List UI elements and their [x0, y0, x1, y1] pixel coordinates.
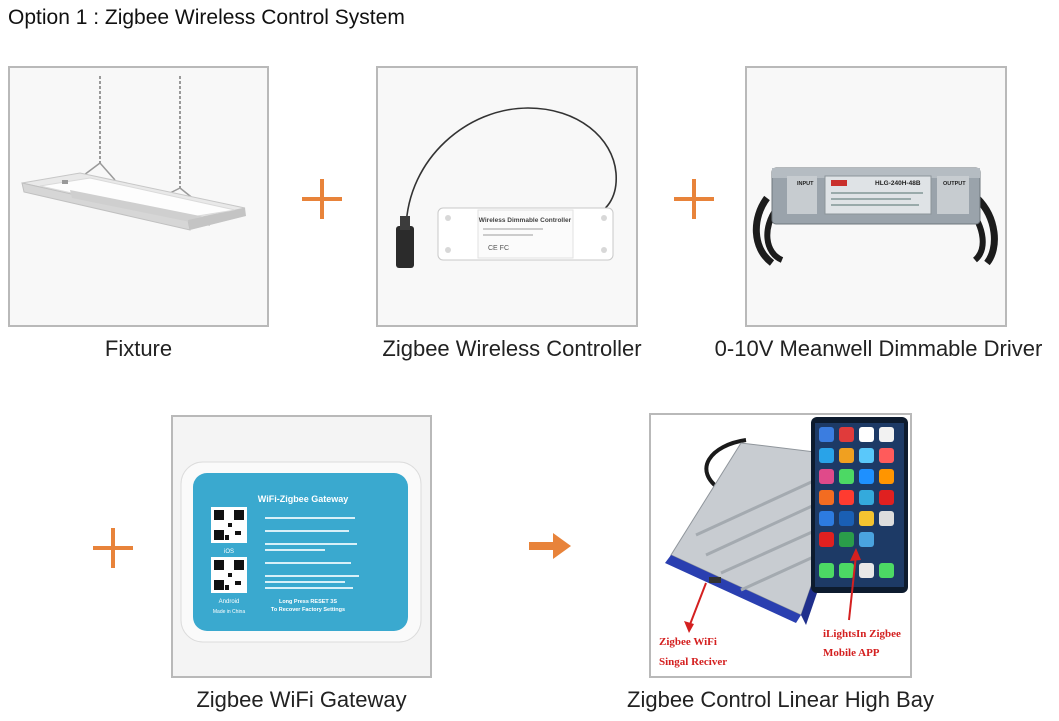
app-grid — [819, 427, 894, 578]
gateway-made-in-label: Made in China — [213, 609, 245, 615]
gateway-illustration: WiFi-Zigbee Gateway iOS Android Made in … — [173, 417, 430, 676]
controller-device-label: Wireless Dimmable Controller — [479, 217, 572, 224]
arrow-right-icon — [527, 531, 573, 561]
controller-image-frame: Wireless Dimmable Controller CE FC — [376, 66, 638, 327]
gateway-device-title: WiFi-Zigbee Gateway — [258, 494, 348, 504]
plus-icon — [300, 177, 344, 221]
driver-image-frame: INPUT HLG-240H-48B OUTPUT — [745, 66, 1007, 327]
driver-model-label: HLG-240H-48B — [875, 180, 921, 187]
gateway-ios-label: iOS — [224, 549, 234, 555]
gateway-caption: Zigbee WiFi Gateway — [196, 687, 407, 712]
highbay-caption: Zigbee Control Linear High Bay — [627, 687, 934, 712]
fixture-image-frame — [8, 66, 269, 327]
plus-icon — [672, 177, 716, 221]
page-title: Option 1 : Zigbee Wireless Control Syste… — [8, 6, 405, 29]
gateway-reset-note-2: To Recover Factory Settings — [271, 607, 345, 613]
fixture-illustration — [10, 68, 267, 325]
callout-app-line1: iLightsIn Zigbee — [823, 628, 901, 640]
driver-output-label: OUTPUT — [943, 181, 966, 187]
highbay-illustration: Zigbee WiFi Singal Reciver iLightsIn Zig… — [651, 415, 910, 676]
callout-app-line2: Mobile APP — [823, 647, 880, 659]
gateway-android-label: Android — [219, 599, 240, 605]
highbay-image-frame: Zigbee WiFi Singal Reciver iLightsIn Zig… — [649, 413, 912, 678]
driver-illustration: INPUT HLG-240H-48B OUTPUT — [747, 68, 1005, 325]
gateway-reset-note: Long Press RESET 3S — [279, 599, 337, 605]
plus-icon — [91, 526, 135, 570]
gateway-image-frame: WiFi-Zigbee Gateway iOS Android Made in … — [171, 415, 432, 678]
callout-receiver-line2: Singal Reciver — [659, 656, 727, 668]
svg-text:CE FC: CE FC — [488, 245, 509, 252]
callout-receiver-line1: Zigbee WiFi — [659, 636, 717, 648]
controller-illustration: Wireless Dimmable Controller CE FC — [378, 68, 636, 325]
controller-caption: Zigbee Wireless Controller — [382, 336, 642, 361]
driver-caption: 0-10V Meanwell Dimmable Driver — [714, 336, 1043, 361]
driver-input-label: INPUT — [797, 181, 814, 187]
fixture-caption: Fixture — [104, 336, 173, 361]
